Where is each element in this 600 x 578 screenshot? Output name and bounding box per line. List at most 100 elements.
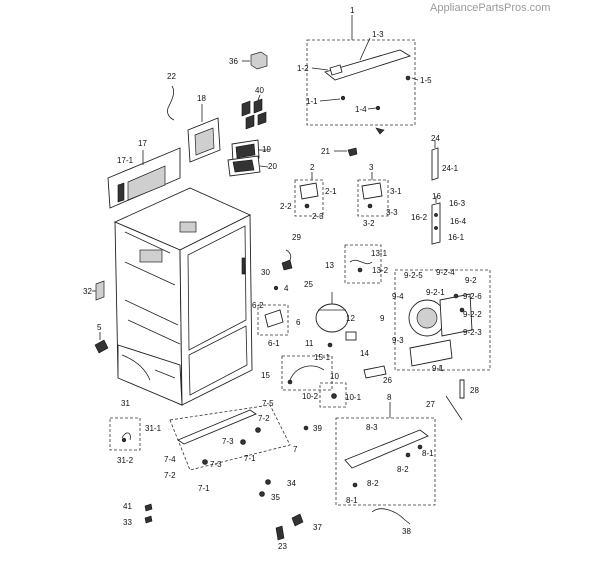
callout-9: 9 (380, 314, 385, 323)
callout-1-1: 1-1 (306, 97, 318, 106)
part-30-valve[interactable] (281, 259, 293, 271)
part-7-3-roller[interactable] (255, 427, 261, 433)
part-28-pin[interactable] (459, 379, 465, 399)
callout-9-2-1: 9-2-1 (426, 288, 445, 297)
callout-labels: 1 1-1 1-2 1-3 1-4 1-5 2 2-1 2-2 2-3 3 3-… (83, 6, 482, 551)
callout-8-2b: 8-2 (367, 479, 379, 488)
part-23-valve[interactable] (275, 525, 285, 541)
part-1-3-bracket[interactable] (324, 49, 412, 81)
callout-16-1: 16-1 (448, 233, 465, 242)
callout-3-1: 3-1 (390, 187, 402, 196)
callout-16-4: 16-4 (450, 217, 467, 226)
callout-17: 17 (138, 139, 147, 148)
callout-15: 15 (261, 371, 270, 380)
part-4-screw[interactable] (273, 285, 279, 291)
callout-21: 21 (321, 147, 330, 156)
part-21-clip[interactable] (347, 147, 358, 157)
part-11-grommet[interactable] (327, 342, 333, 348)
part-8-2-screw[interactable] (405, 452, 411, 458)
assembly-8-group (335, 402, 436, 506)
part-35-screw[interactable] (259, 491, 265, 497)
callout-7-5: 7-5 (262, 399, 274, 408)
callout-9-2: 9-2 (465, 276, 477, 285)
part-26-bracket[interactable] (363, 365, 387, 379)
callout-9-2-4: 9-2-4 (436, 268, 455, 277)
part-37-fitting[interactable] (291, 513, 304, 527)
part-29-tube[interactable] (285, 249, 292, 261)
part-40-sensor[interactable] (241, 100, 251, 117)
part-8-3-cover[interactable] (344, 429, 429, 469)
right-parts-group (431, 140, 465, 421)
callout-15-1: 15-1 (314, 353, 331, 362)
callout-8: 8 (387, 393, 392, 402)
cabinet-front (179, 214, 253, 406)
callout-2-3: 2-3 (312, 212, 324, 221)
part-12-compressor[interactable] (315, 303, 349, 333)
part-1-4-screw[interactable] (375, 105, 381, 111)
callout-7: 7 (293, 445, 298, 454)
part-5-leg[interactable] (94, 339, 109, 354)
part-10-fitting[interactable] (331, 393, 337, 399)
callout-16-3: 16-3 (449, 199, 466, 208)
part-1-4-clip[interactable] (375, 127, 385, 135)
callout-19: 19 (262, 145, 271, 154)
callout-3-2: 3-2 (363, 219, 375, 228)
watermark: AppliancePartsPros.com (430, 2, 551, 14)
part-14-relay[interactable] (345, 331, 357, 341)
callout-9-2-3: 9-2-3 (463, 328, 482, 337)
part-32-bracket[interactable] (95, 280, 105, 301)
part-1-5-screw[interactable] (405, 75, 411, 81)
callout-34: 34 (287, 479, 296, 488)
callout-12: 12 (346, 314, 355, 323)
callout-10: 10 (330, 372, 339, 381)
callout-32: 32 (83, 287, 92, 296)
callout-26: 26 (383, 376, 392, 385)
assembly-9-group (394, 269, 491, 371)
callout-28: 28 (470, 386, 479, 395)
callout-7-1b: 7-1 (198, 484, 210, 493)
part-8-1-screw[interactable] (417, 444, 423, 450)
part-31-clip[interactable] (121, 432, 131, 441)
part-16-duct[interactable] (431, 202, 441, 245)
part-9-3-base[interactable] (409, 339, 453, 367)
part-1-1-clip[interactable] (340, 95, 346, 101)
part-6-hinge[interactable] (264, 309, 284, 328)
callout-2-2: 2-2 (280, 202, 292, 211)
part-3-hinge[interactable] (361, 182, 383, 200)
callout-7-3b: 7-3 (210, 460, 222, 469)
part-24-sensor-cover[interactable] (431, 147, 439, 181)
part-33-screw[interactable] (144, 515, 153, 524)
part-7-5-rail[interactable] (177, 409, 257, 445)
part-2-hinge[interactable] (299, 182, 319, 200)
bottom-parts-group (144, 479, 411, 541)
callout-6-2: 6-2 (252, 301, 264, 310)
cabinet-group (92, 187, 253, 406)
callout-18: 18 (197, 94, 206, 103)
part-36-cap[interactable] (250, 51, 268, 70)
callout-23: 23 (278, 542, 287, 551)
callout-14: 14 (360, 349, 369, 358)
callout-24-1: 24-1 (442, 164, 459, 173)
part-13-wire[interactable] (349, 259, 373, 265)
part-27-rod[interactable] (445, 395, 463, 421)
part-41-screw[interactable] (144, 503, 153, 512)
part-22-wire[interactable] (167, 85, 175, 121)
callout-7-4: 7-4 (164, 455, 176, 464)
callout-16: 16 (432, 192, 441, 201)
callout-5: 5 (97, 323, 102, 332)
callout-13: 13 (325, 261, 334, 270)
part-9-2-shroud[interactable] (439, 293, 473, 337)
part-34-screw[interactable] (265, 479, 271, 485)
callout-6: 6 (296, 318, 301, 327)
callout-7-1a: 7-1 (244, 454, 256, 463)
part-15-pipe[interactable] (289, 365, 325, 381)
callout-1-5: 1-5 (420, 76, 432, 85)
callout-3-3: 3-3 (386, 208, 398, 217)
assembly-1-group (306, 15, 419, 135)
part-38-tube[interactable] (371, 508, 411, 525)
part-39-screw[interactable] (303, 425, 309, 431)
callout-41: 41 (123, 502, 132, 511)
part-7-1-roller[interactable] (202, 459, 208, 465)
callout-9-1: 9-1 (432, 364, 444, 373)
